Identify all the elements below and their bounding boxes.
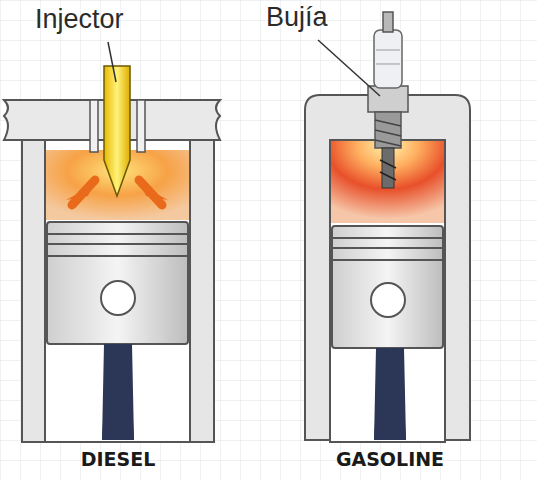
part-label: Injector <box>35 4 124 35</box>
engine-caption: GASOLINE <box>336 448 444 470</box>
part-label: Bujía <box>266 2 328 33</box>
engine-caption: DIESEL <box>81 448 156 470</box>
